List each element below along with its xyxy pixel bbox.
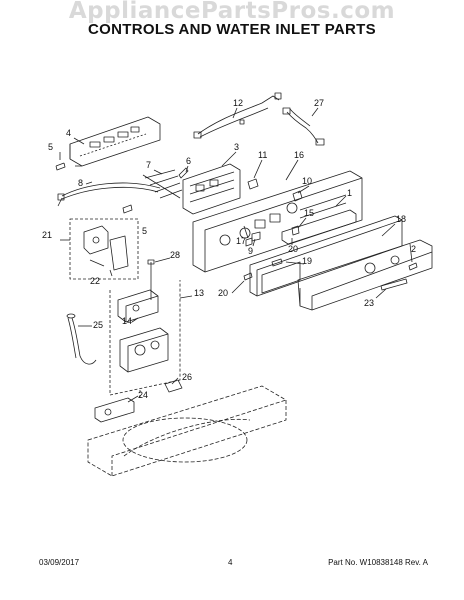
- callout-27: 27: [314, 98, 324, 108]
- callout-4: 4: [66, 128, 71, 138]
- part-17: [245, 237, 253, 247]
- wire-harness-27: [286, 111, 319, 144]
- part-9: [251, 231, 261, 242]
- overlay-1: [281, 209, 357, 245]
- callout-22: 22: [90, 276, 100, 286]
- callout-3: 3: [234, 142, 239, 152]
- callout-21: 21: [42, 230, 52, 240]
- callout-10: 10: [302, 176, 312, 186]
- callout-20-lower: 20: [218, 288, 228, 298]
- footer-date: 03/09/2017: [39, 558, 80, 567]
- part-22: [83, 225, 109, 255]
- part-24: [94, 397, 135, 423]
- cabinet-top: [87, 385, 287, 477]
- callout-24: 24: [138, 390, 148, 400]
- control-board-3: [182, 163, 241, 215]
- valve-14: [117, 289, 159, 323]
- page-title: CONTROLS AND WATER INLET PARTS: [88, 21, 376, 38]
- bracket-23: [380, 278, 408, 291]
- assembly-box-21: [69, 218, 139, 280]
- screw-5-upper: [55, 162, 66, 171]
- screw-19: [271, 258, 283, 267]
- callout-19: 19: [302, 256, 312, 266]
- callout-1: 1: [347, 188, 352, 198]
- screw-20-lower: [243, 272, 253, 281]
- callout-13: 13: [194, 288, 204, 298]
- callout-8: 8: [78, 178, 83, 188]
- callout-11: 11: [258, 150, 267, 160]
- callout-28: 28: [170, 250, 180, 260]
- callout-16: 16: [294, 150, 304, 160]
- inlet-assembly: [119, 327, 169, 373]
- part-11: [247, 178, 259, 190]
- callout-20-upper: 20: [288, 244, 298, 254]
- assembly-box-13: [109, 280, 181, 396]
- callout-7: 7: [146, 160, 151, 170]
- hose-25: [71, 317, 97, 365]
- callout-17: 17: [236, 236, 246, 246]
- callout-6: 6: [186, 156, 191, 166]
- part-10: [292, 190, 303, 202]
- callout-23: 23: [364, 298, 374, 308]
- screw-6: [178, 167, 189, 179]
- wire-harness-12: [197, 95, 280, 135]
- watermark: AppliancePartsPros.com: [68, 0, 396, 24]
- screw-5-lower: [122, 204, 133, 214]
- back-panel-4: [69, 116, 161, 167]
- callout-9: 9: [248, 246, 253, 256]
- callout-26: 26: [182, 372, 192, 382]
- console-16: [192, 170, 363, 273]
- part-26: [164, 379, 183, 393]
- wire-harness-8: [61, 182, 161, 197]
- lid-opening: [122, 417, 248, 463]
- callout-14: 14: [122, 316, 132, 326]
- wiring-7: [144, 169, 183, 199]
- screw-2: [408, 262, 418, 271]
- callout-15: 15: [304, 208, 314, 218]
- callout-2: 2: [411, 244, 416, 254]
- callout-25: 25: [93, 320, 103, 330]
- callout-12: 12: [233, 98, 243, 108]
- callout-18: 18: [396, 214, 406, 224]
- part-15: [291, 225, 300, 236]
- callout-5-upper: 5: [48, 142, 53, 152]
- footer-page-number: 4: [228, 558, 233, 567]
- callout-5-lower: 5: [142, 226, 147, 236]
- footer-part-number: Part No. W10838148 Rev. A: [328, 558, 428, 567]
